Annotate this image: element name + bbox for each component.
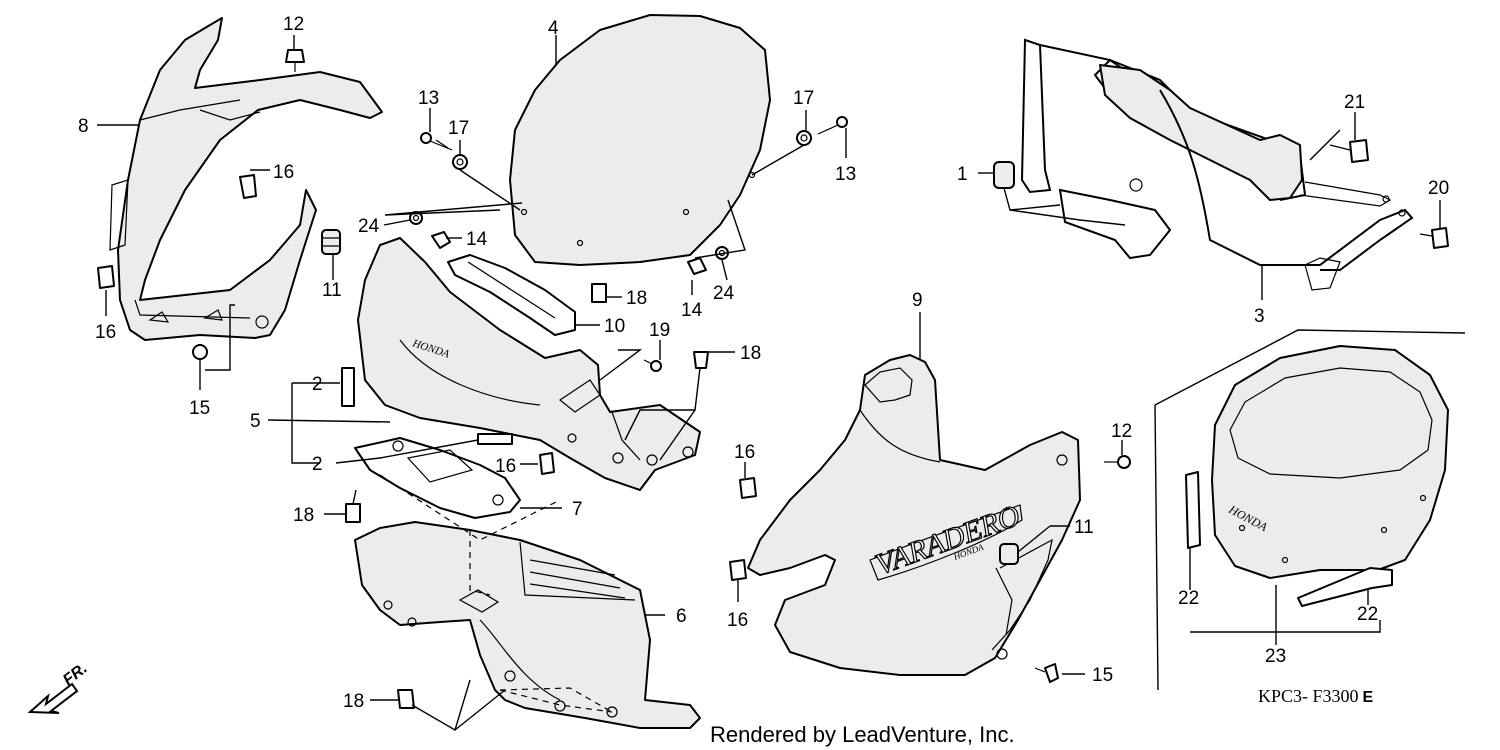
front-arrow-label: FR. xyxy=(60,660,91,689)
callout-18: 18 xyxy=(343,691,364,712)
screen-set-divider xyxy=(1154,404,1159,691)
front-arrow-icon xyxy=(27,682,79,714)
callout-1: 1 xyxy=(957,164,968,185)
callout-16: 16 xyxy=(95,322,116,343)
screen-set-outline xyxy=(1154,329,1466,406)
callout-21: 21 xyxy=(1344,92,1365,113)
callout-12: 12 xyxy=(283,14,304,35)
callout-22: 22 xyxy=(1178,588,1199,609)
callout-16: 16 xyxy=(495,456,516,477)
upper-cover-part-10[interactable] xyxy=(447,254,576,336)
callout-24: 24 xyxy=(358,216,380,237)
callout-16: 16 xyxy=(734,442,755,463)
upper-cowl-part-5[interactable]: HONDA xyxy=(357,237,701,491)
callout-11: 11 xyxy=(322,280,342,301)
callout-16: 16 xyxy=(273,162,294,183)
callout-2: 2 xyxy=(312,374,323,395)
screen-part-23[interactable]: HONDA xyxy=(1211,345,1449,579)
cowl-stay-part-3[interactable] xyxy=(1020,38,1414,291)
callout-10: 10 xyxy=(604,316,625,337)
leader-lines xyxy=(97,35,1441,732)
callout-7: 7 xyxy=(572,499,583,520)
front-direction-indicator: FR. xyxy=(27,660,91,714)
callout-24: 24 xyxy=(713,283,735,304)
callout-9: 9 xyxy=(912,290,923,311)
callout-19: 19 xyxy=(649,320,670,341)
callout-20: 20 xyxy=(1428,178,1449,199)
callout-18: 18 xyxy=(626,288,647,309)
callout-11: 11 xyxy=(1074,517,1094,538)
lower-cowl-part-6[interactable] xyxy=(354,521,701,729)
credit-text: Rendered by LeadVenture, Inc. xyxy=(710,722,1015,747)
callout-12: 12 xyxy=(1111,421,1132,442)
callout-13: 13 xyxy=(418,88,439,109)
callout-15: 15 xyxy=(1092,665,1113,686)
callout-8: 8 xyxy=(78,116,89,137)
inner-cowl-left-part-8[interactable] xyxy=(109,17,383,341)
callout-17: 17 xyxy=(448,118,469,139)
callout-18: 18 xyxy=(293,505,314,526)
callout-6: 6 xyxy=(676,606,687,627)
callout-16: 16 xyxy=(727,610,748,631)
side-fairing-part-9[interactable]: VARADERO HONDA xyxy=(747,354,1081,676)
callout-23: 23 xyxy=(1265,646,1286,667)
callout-3: 3 xyxy=(1254,306,1265,327)
callout-4: 4 xyxy=(548,18,559,39)
screen-strip-part-22[interactable] xyxy=(1185,471,1393,607)
callout-22: 22 xyxy=(1357,604,1378,625)
plate-part-7[interactable] xyxy=(354,437,521,519)
callout-2: 2 xyxy=(312,454,323,475)
callout-14: 14 xyxy=(681,300,703,321)
callout-15: 15 xyxy=(189,398,210,419)
callout-5: 5 xyxy=(250,411,261,432)
callout-17: 17 xyxy=(793,88,814,109)
callout-13: 13 xyxy=(835,164,856,185)
callout-14: 14 xyxy=(466,229,488,250)
fastener-screws xyxy=(97,49,1449,709)
windscreen-part-4[interactable] xyxy=(509,14,771,266)
callout-numbers: 1 2 2 3 4 5 6 7 8 9 10 11 11 12 12 13 13… xyxy=(78,14,1449,712)
strip-part-2[interactable] xyxy=(341,367,513,445)
callout-18: 18 xyxy=(740,343,761,364)
